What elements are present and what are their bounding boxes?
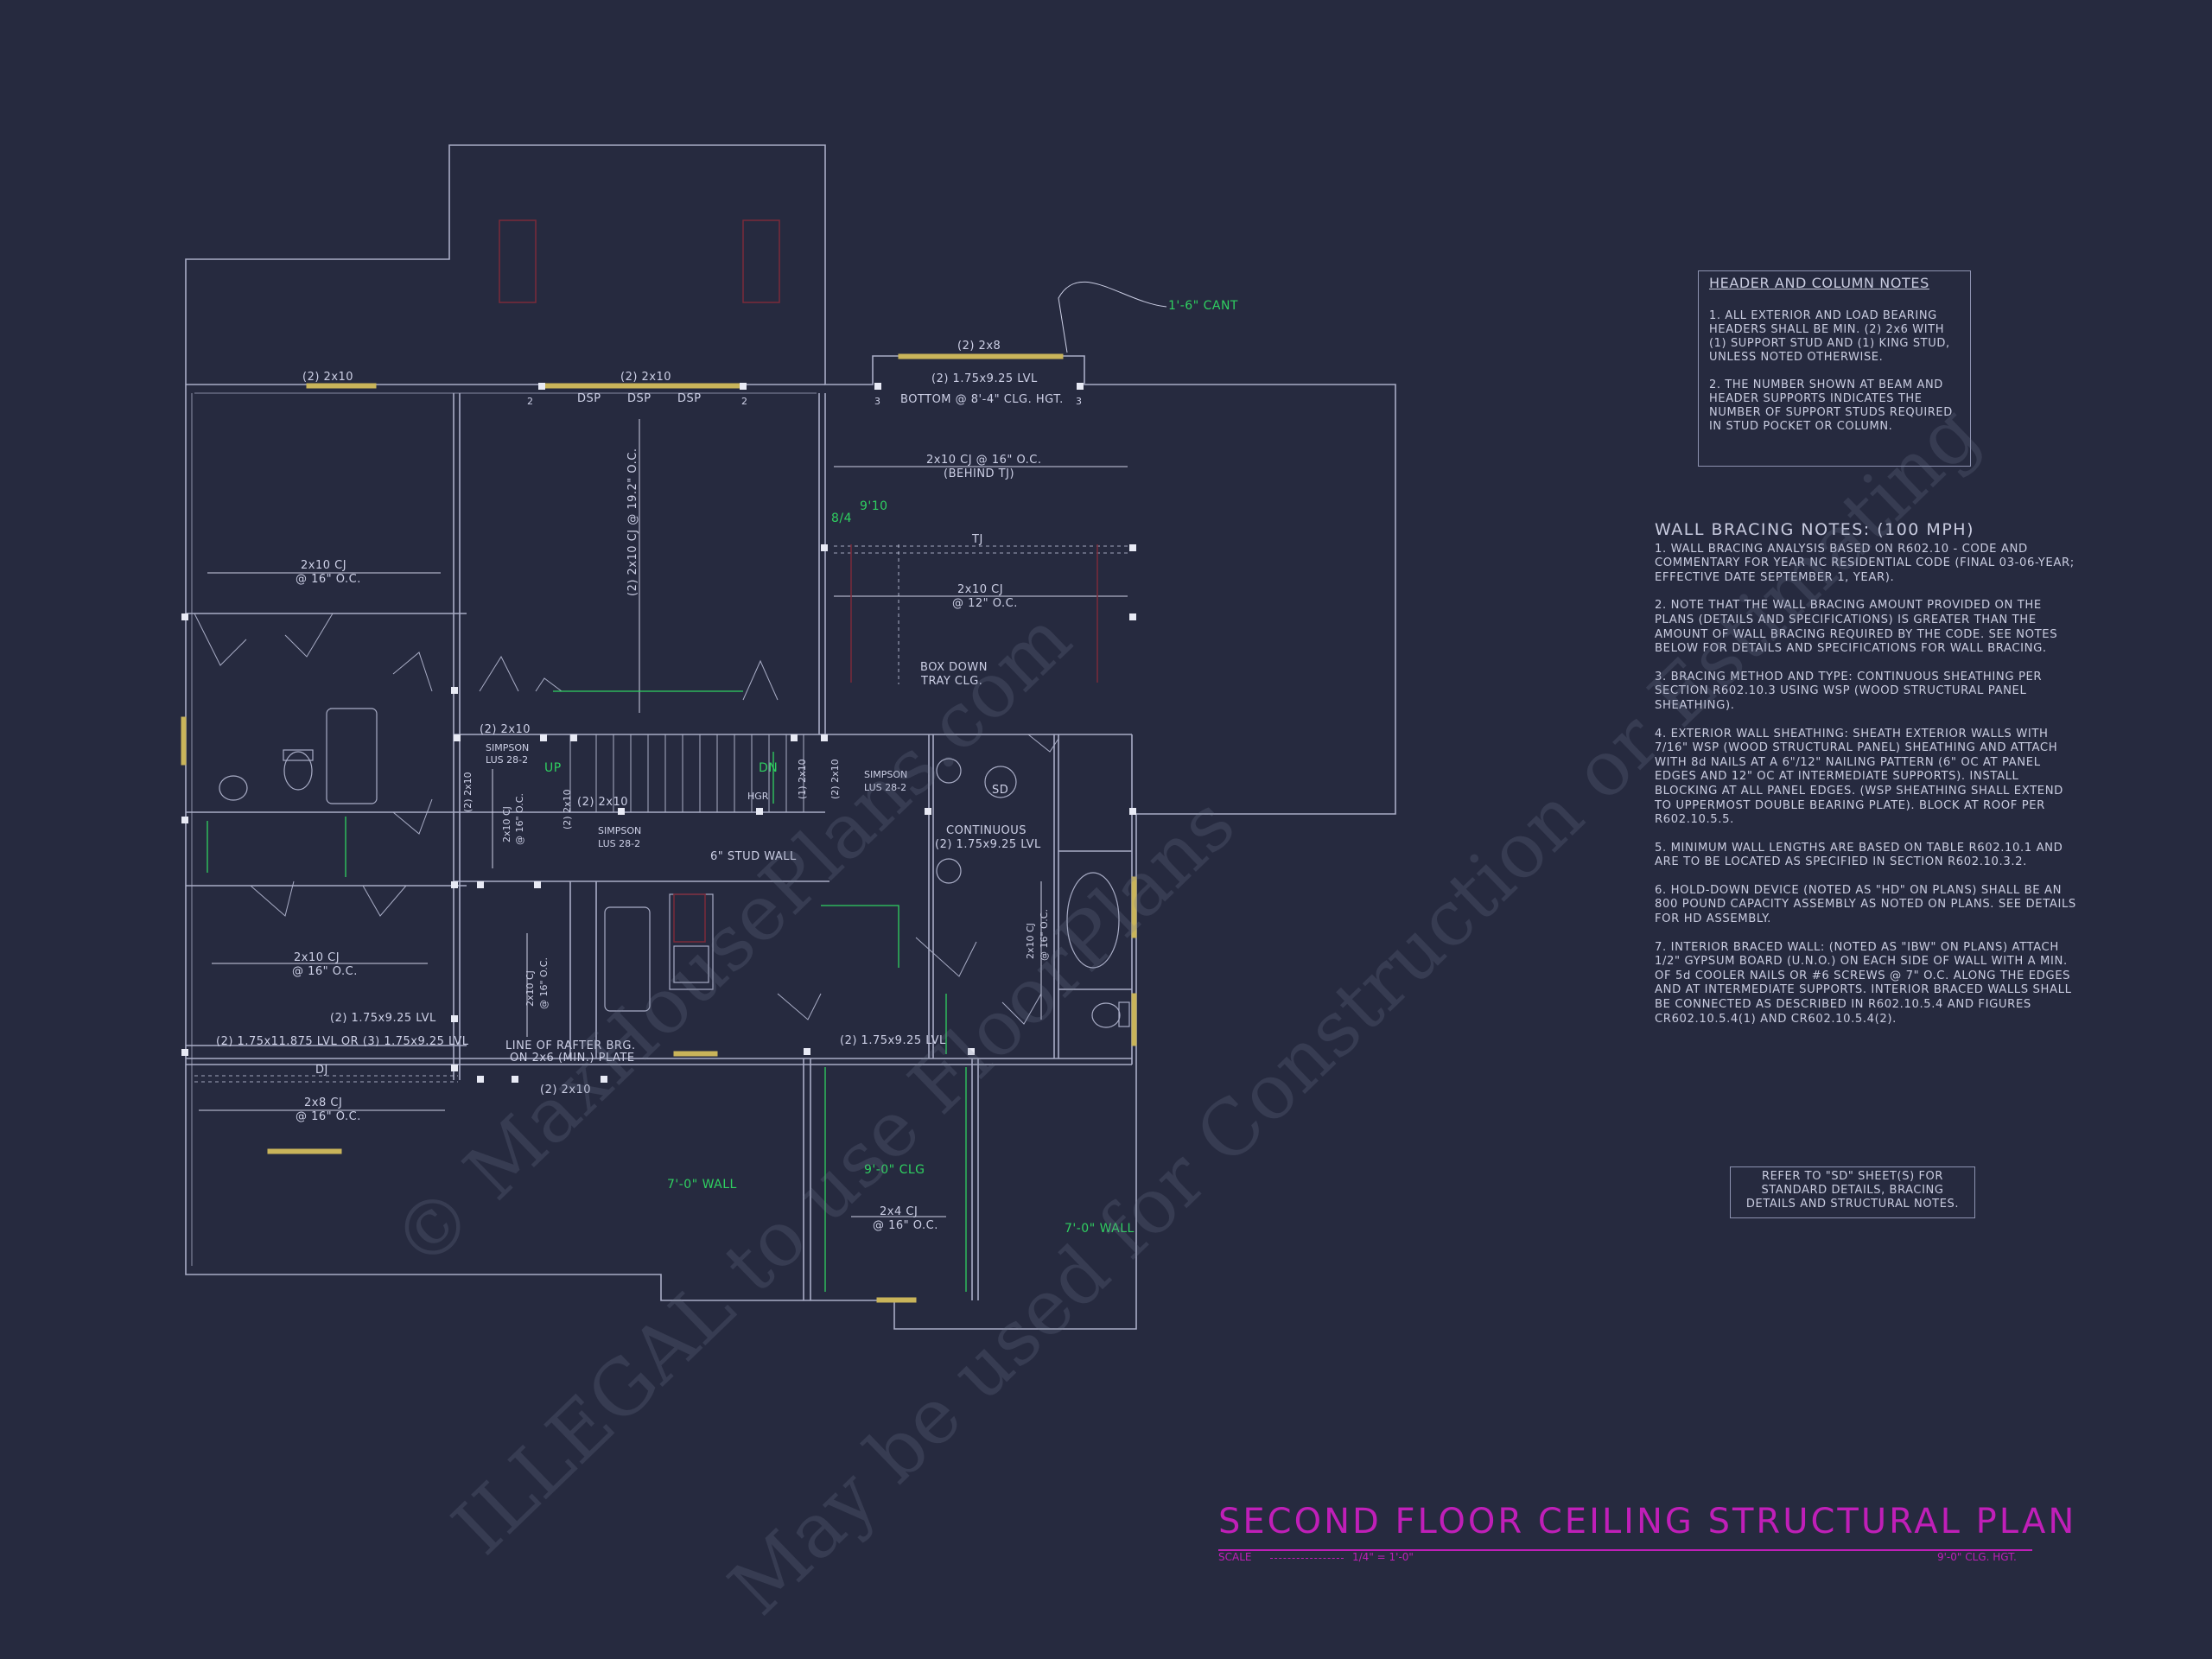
label-box-down-2: TRAY CLG. xyxy=(920,675,982,688)
label-cj-2x4-1: 2x4 CJ xyxy=(880,1205,918,1218)
label-hdr-2x10-left: (2) 2x10 xyxy=(302,371,353,384)
label-cj-12-2: @ 12" O.C. xyxy=(952,597,1018,610)
label-cj-left-2: @ 16" O.C. xyxy=(296,573,361,586)
label-sd: SD xyxy=(992,784,1008,797)
bracing-notes: WALL BRACING NOTES: (100 MPH) 1. WALL BR… xyxy=(1655,520,2078,1040)
label-n3-b: 3 xyxy=(1076,396,1082,407)
label-cj-left2-2: @ 16" O.C. xyxy=(292,965,358,978)
label-bottom-clg: BOTTOM @ 8'-4" CLG. HGT. xyxy=(900,393,1064,406)
plan-title: SECOND FLOOR CEILING STRUCTURAL PLAN xyxy=(1218,1502,2077,1541)
label-cj-left-1: 2x10 CJ xyxy=(301,559,346,572)
refer-note-box xyxy=(1730,1166,1975,1218)
header-notes-heading: HEADER AND COLUMN NOTES xyxy=(1709,275,1929,291)
label-dsp-3: DSP xyxy=(677,392,702,405)
label-cj-12-1: 2x10 CJ xyxy=(957,583,1003,596)
label-tj: TJ xyxy=(971,533,983,546)
label-cj-vert-c: 2x10 CJ xyxy=(524,970,536,1007)
label-g810: 9'10 xyxy=(860,499,888,513)
label-wall-7-left: 7'-0" WALL xyxy=(667,1178,737,1192)
header-note-1: 1. ALL EXTERIOR AND LOAD BEARING HEADERS… xyxy=(1709,309,1950,364)
bracing-notes-heading: WALL BRACING NOTES: (100 MPH) xyxy=(1655,520,1974,539)
label-hdr-2x10-c: (2) 2x10 xyxy=(462,772,474,812)
label-hdr-2x10-b: (2) 2x10 xyxy=(577,796,628,809)
plan-labels: 1'-6" CANT (2) 2x8 (2) 1.75x9.25 LVL BOT… xyxy=(216,281,1238,1236)
stair-treads xyxy=(569,734,804,813)
title-underline xyxy=(1218,1549,2032,1551)
bath-fixtures xyxy=(219,708,1130,1028)
header-notes: HEADER AND COLUMN NOTES 1. ALL EXTERIOR … xyxy=(1709,276,1961,448)
ceiling-height-label: 9'-0" CLG. HGT. xyxy=(1937,1551,2017,1563)
label-n3-a: 3 xyxy=(874,396,880,407)
bracing-note-3: 3. BRACING METHOD AND TYPE: CONTINUOUS S… xyxy=(1655,670,2043,712)
scale-label: SCALE xyxy=(1218,1551,1252,1563)
label-cj-vert-d: @ 16" O.C. xyxy=(538,957,550,1009)
label-cj-behind-2: (BEHIND TJ) xyxy=(944,467,1014,480)
bracing-note-4: 4. EXTERIOR WALL SHEATHING: SHEATH EXTER… xyxy=(1655,727,2063,827)
label-lus-1: LUS 28-2 xyxy=(486,754,528,766)
label-cj-2x8-1: 2x8 CJ xyxy=(304,1096,342,1109)
header-notes-box xyxy=(1698,270,1971,467)
bracing-note-2: 2. NOTE THAT THE WALL BRACING AMOUNT PRO… xyxy=(1655,599,2058,656)
bracing-note-5: 5. MINIMUM WALL LENGTHS ARE BASED ON TAB… xyxy=(1655,841,2063,869)
label-hdr-2x8: (2) 2x8 xyxy=(957,340,1001,353)
label-dn: DN xyxy=(759,761,778,775)
scale-value: 1/4" = 1'-0" xyxy=(1352,1551,1414,1563)
label-simpson-3: SIMPSON xyxy=(598,825,641,836)
label-hdr-2x10-a: (2) 2x10 xyxy=(480,723,531,736)
label-hdr-2x10-bot: (2) 2x10 xyxy=(540,1084,591,1096)
bracing-note-6: 6. HOLD-DOWN DEVICE (NOTED AS "HD" ON PL… xyxy=(1655,883,2076,926)
label-lvl-cont: (2) 1.75x9.25 LVL xyxy=(935,838,1041,851)
label-cj-vert-b: @ 16" O.C. xyxy=(514,793,525,845)
green-lines xyxy=(207,690,967,1292)
label-clg-9: 9'-0" CLG xyxy=(864,1163,925,1177)
label-cj-bath-1: 2x10 CJ xyxy=(1025,923,1036,959)
label-cant: 1'-6" CANT xyxy=(1168,299,1238,313)
label-cj-2x8-2: @ 16" O.C. xyxy=(296,1110,361,1123)
label-stud-wall: 6" STUD WALL xyxy=(710,850,797,863)
header-beams xyxy=(181,353,1137,1303)
label-continuous: CONTINUOUS xyxy=(946,824,1027,837)
label-simpson-2: SIMPSON xyxy=(864,769,907,780)
label-dsp-1: DSP xyxy=(577,392,601,405)
label-wall-7-right: 7'-0" WALL xyxy=(1065,1222,1135,1236)
label-cj-2x4-2: @ 16" O.C. xyxy=(873,1219,938,1232)
label-box-down-1: BOX DOWN xyxy=(920,661,988,674)
label-cj-behind-1: 2x10 CJ @ 16" O.C. xyxy=(926,454,1042,467)
bracing-note-7: 7. INTERIOR BRACED WALL: (NOTED AS "IBW"… xyxy=(1655,940,2072,1026)
label-cj-center-vert: (2) 2x10 CJ @ 19.2" O.C. xyxy=(626,448,639,596)
label-cj-left2-1: 2x10 CJ xyxy=(294,951,340,964)
label-hgr: HGR xyxy=(747,791,769,802)
label-g84: 8/4 xyxy=(831,512,852,525)
label-rafter-2: ON 2x6 (MIN.) PLATE xyxy=(510,1052,635,1065)
label-n2-a: 2 xyxy=(527,396,533,407)
door-swings xyxy=(194,613,1059,1025)
label-lvl-long: (2) 1.75x11.875 LVL OR (3) 1.75x9.25 LVL xyxy=(216,1035,469,1048)
label-hdr-2x10-mid: (2) 2x10 xyxy=(620,371,671,384)
label-dj: DJ xyxy=(315,1064,328,1077)
label-hdr-2x10-d: (2) 2x10 xyxy=(562,789,573,830)
label-dsp-2: DSP xyxy=(627,392,652,405)
label-lus-3: LUS 28-2 xyxy=(598,838,640,849)
red-accents xyxy=(499,219,1098,943)
label-cj-vert-a: 2x10 CJ xyxy=(501,806,512,842)
header-note-2: 2. THE NUMBER SHOWN AT BEAM AND HEADER S… xyxy=(1709,378,1953,433)
label-simpson-1: SIMPSON xyxy=(486,742,529,753)
label-hdr-lvl-top: (2) 1.75x9.25 LVL xyxy=(931,372,1038,385)
post-markers xyxy=(181,383,1136,1083)
label-n2-b: 2 xyxy=(741,396,747,407)
label-lvl-bottom: (2) 1.75x9.25 LVL xyxy=(840,1034,946,1047)
label-lvl-small: (2) 1.75x9.25 LVL xyxy=(330,1012,436,1025)
scale-dashes xyxy=(1270,1558,1344,1559)
joist-dimension-lines xyxy=(199,419,1128,1217)
refer-note: REFER TO "SD" SHEET(S) FOR STANDARD DETA… xyxy=(1745,1170,1960,1211)
label-hdr-2x10-f: (2) 2x10 xyxy=(830,759,841,799)
label-hdr-2x10-e: (1) 2x10 xyxy=(797,759,808,799)
bracing-note-1: 1. WALL BRACING ANALYSIS BASED ON R602.1… xyxy=(1655,542,2075,584)
label-up: UP xyxy=(544,761,562,775)
label-cj-bath-2: @ 16" O.C. xyxy=(1039,909,1050,961)
label-rafter-1: LINE OF RAFTER BRG. xyxy=(505,1039,636,1052)
label-lus-2: LUS 28-2 xyxy=(864,782,906,793)
